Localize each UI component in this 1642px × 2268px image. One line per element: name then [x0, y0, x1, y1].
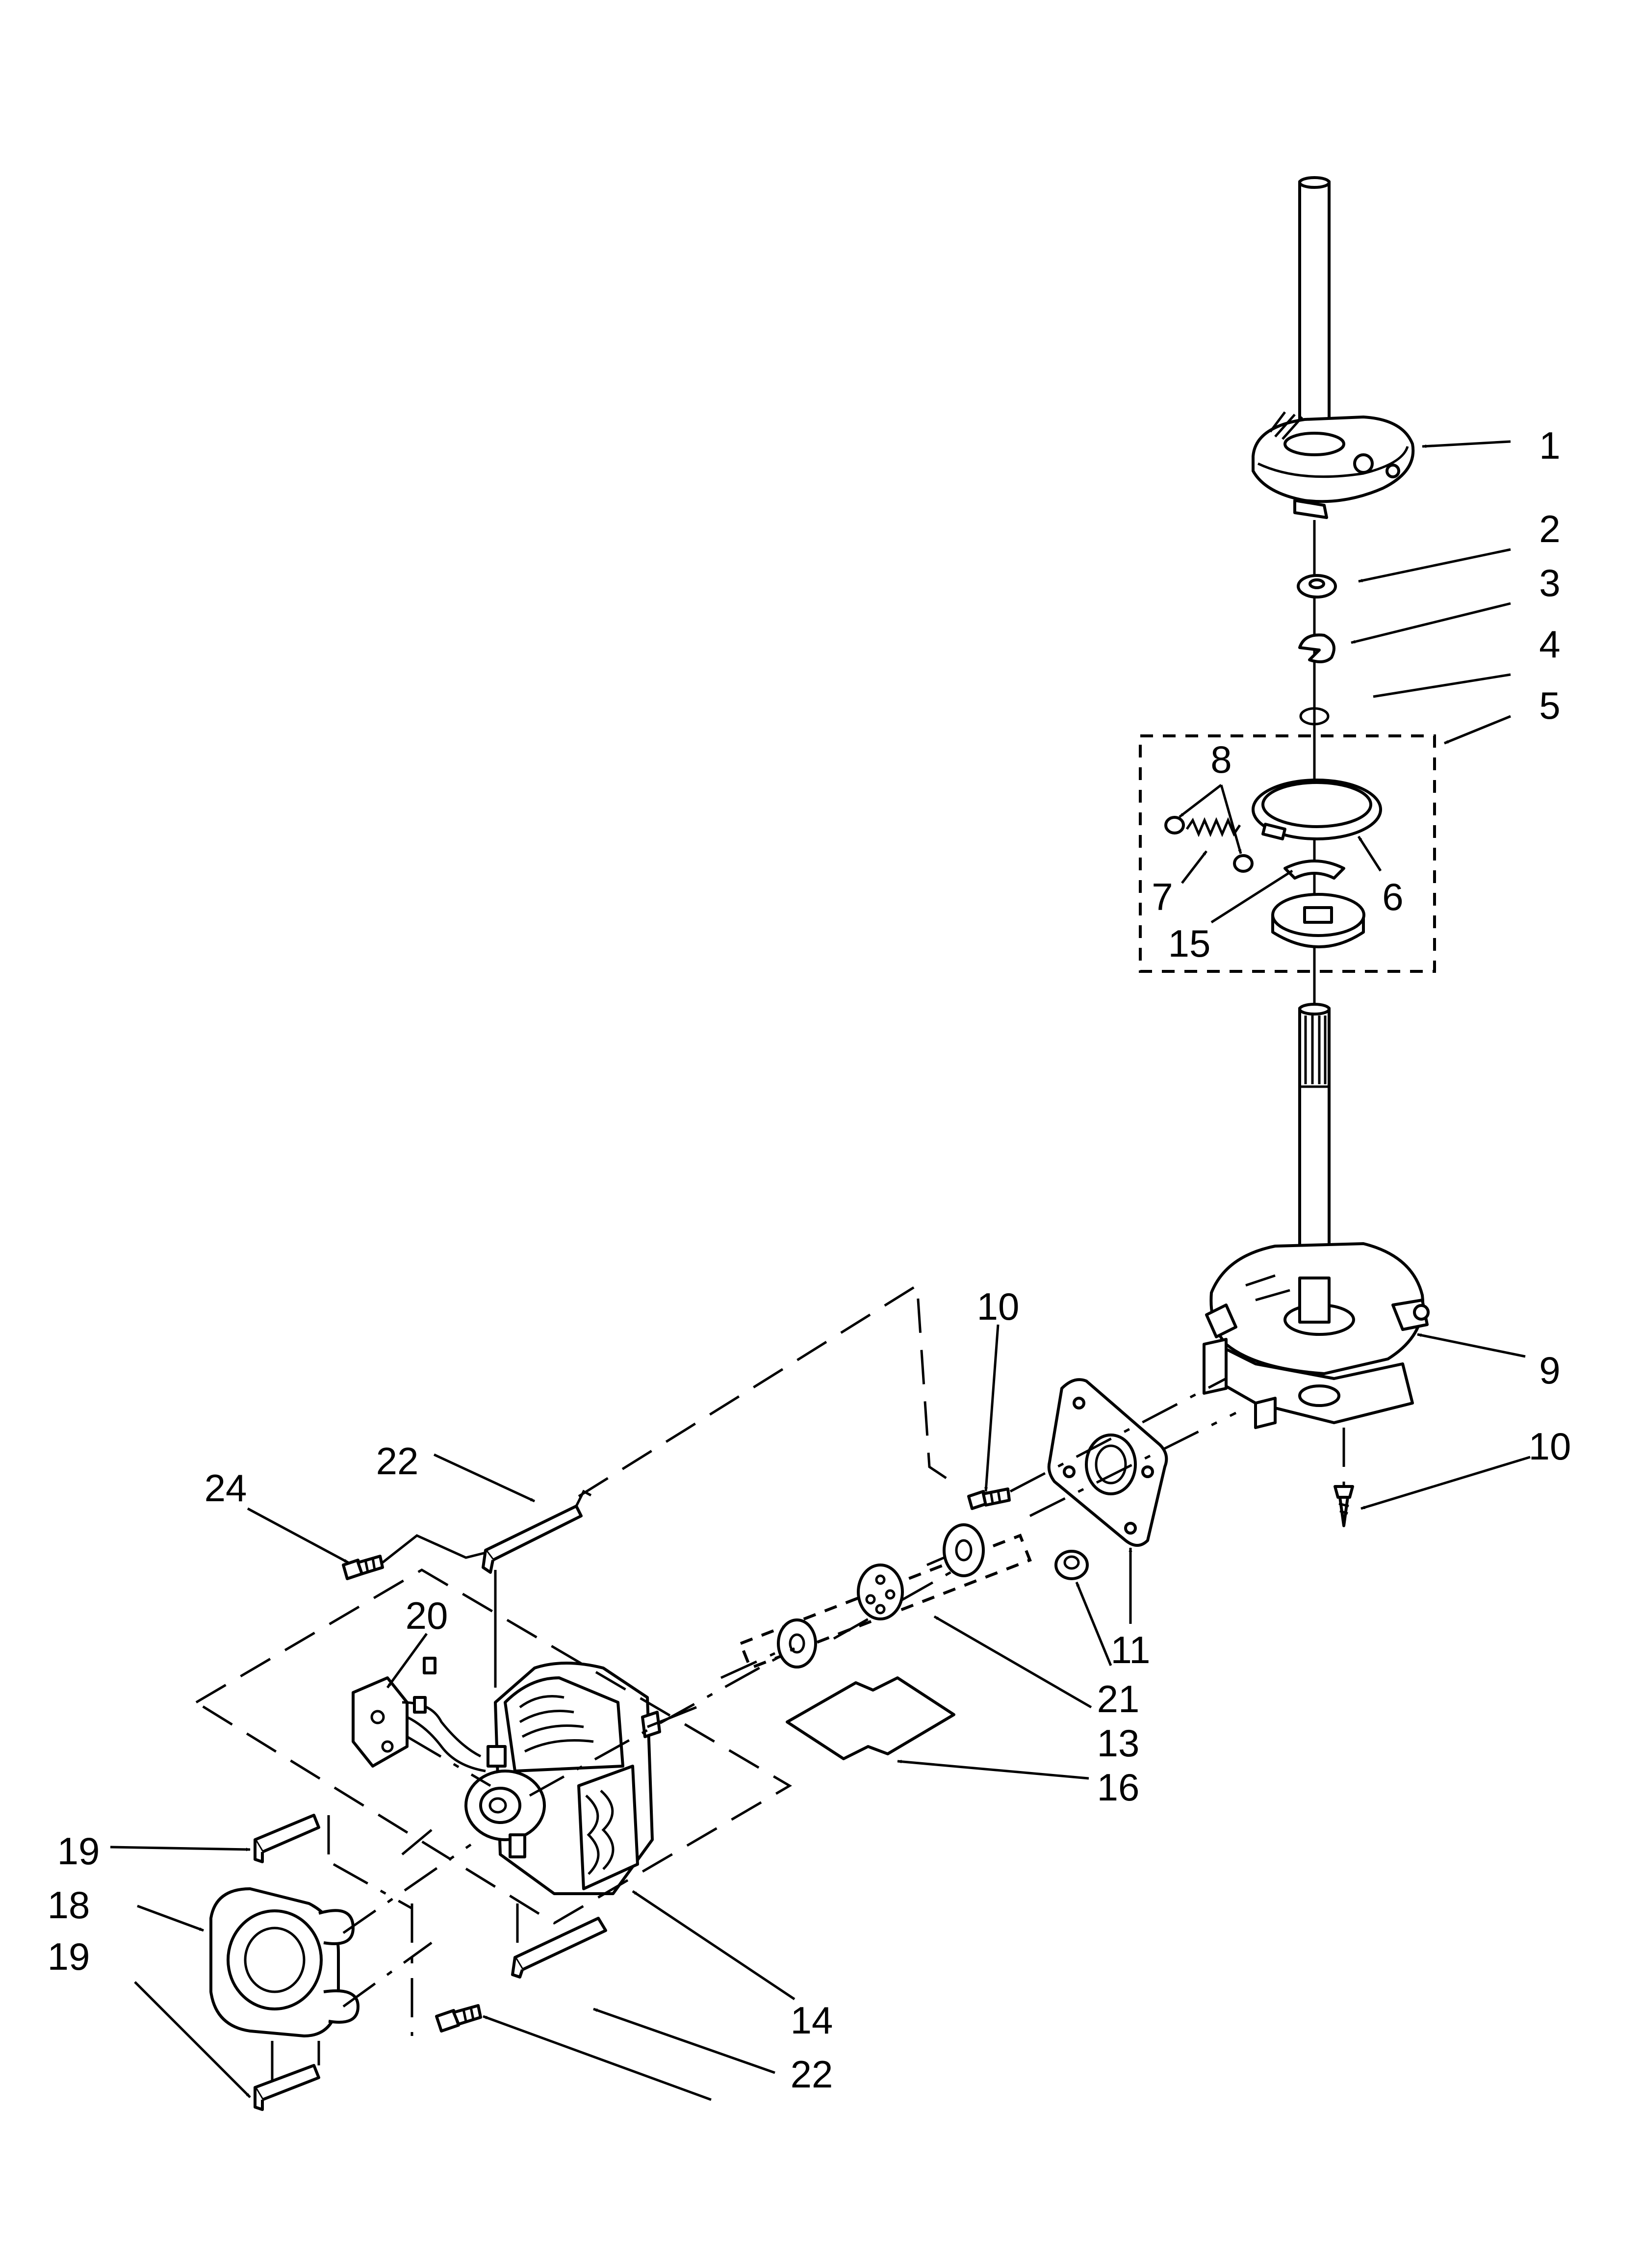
phantom-lines: [194, 1283, 1237, 2087]
callout-19-lower: 19: [48, 1935, 90, 1978]
callout-6: 6: [1382, 875, 1403, 918]
callout-19-upper: 19: [57, 1829, 100, 1873]
part-2-washer: [1297, 574, 1337, 599]
part-18-pump: [209, 1887, 359, 2037]
part-13-coupling: [739, 1523, 1032, 1670]
part-20-switch: [352, 1657, 486, 1773]
part-8-pins: [1164, 816, 1254, 873]
leader-lines: [110, 440, 1531, 2101]
part-22-bracket-upper: [482, 1489, 592, 1574]
callout-10-middle: 10: [977, 1285, 1020, 1328]
part-4-retaining-ring: [1299, 707, 1330, 726]
part-22-bracket-lower: [511, 1917, 607, 1979]
callout-15: 15: [1168, 922, 1211, 965]
callout-5: 5: [1539, 684, 1560, 727]
part-9-gearcase: [1203, 1242, 1430, 1429]
part-10-screw-middle: [967, 1487, 1011, 1510]
part-1-agitator-shaft-cam: [1252, 176, 1415, 519]
callout-7: 7: [1152, 875, 1173, 918]
callout-16: 16: [1097, 1766, 1140, 1809]
callout-9: 9: [1539, 1349, 1560, 1392]
part-19-clip-upper: [254, 1814, 320, 1863]
callout-2: 2: [1539, 507, 1560, 550]
callout-1: 1: [1539, 424, 1560, 467]
part-24-screw-top: [342, 1555, 384, 1580]
callout-14: 14: [791, 1999, 833, 2042]
callout-3: 3: [1539, 561, 1560, 604]
part-6-band-ring: [1252, 779, 1382, 840]
assembly-5-box: [1139, 734, 1436, 973]
part-3-clip: [1298, 633, 1335, 663]
callout-8: 8: [1210, 738, 1232, 781]
callout-24: 24: [205, 1466, 247, 1510]
part-15-spring-clip: [1283, 860, 1345, 880]
part-10-screw-right: [1334, 1428, 1354, 1527]
part-14-motor: [464, 1662, 697, 1895]
callout-13: 13: [1097, 1721, 1140, 1765]
part-19-clip-lower: [254, 2064, 320, 2111]
callout-labels: 1 2 3 4 5 6 7 8 9 10 10 11 13 14 15 16 1…: [48, 424, 1571, 2096]
part-21-nut: [1054, 1550, 1089, 1580]
part-16-pad: [786, 1676, 955, 1760]
splined-shaft: [1298, 1003, 1331, 1284]
drive-hub: [1271, 893, 1365, 948]
callout-22-lower: 22: [791, 2053, 833, 2096]
callout-20: 20: [406, 1594, 448, 1637]
callout-4: 4: [1539, 623, 1560, 666]
callout-22-upper: 22: [376, 1439, 419, 1483]
callout-11: 11: [1111, 1628, 1151, 1671]
callout-18: 18: [48, 1883, 90, 1927]
part-7-spring: [1185, 817, 1241, 837]
callout-10-right: 10: [1529, 1425, 1571, 1468]
callout-21: 21: [1097, 1677, 1140, 1721]
part-11-mounting-plate: [1047, 1378, 1168, 1547]
part-screw-bottom: [435, 2004, 482, 2033]
